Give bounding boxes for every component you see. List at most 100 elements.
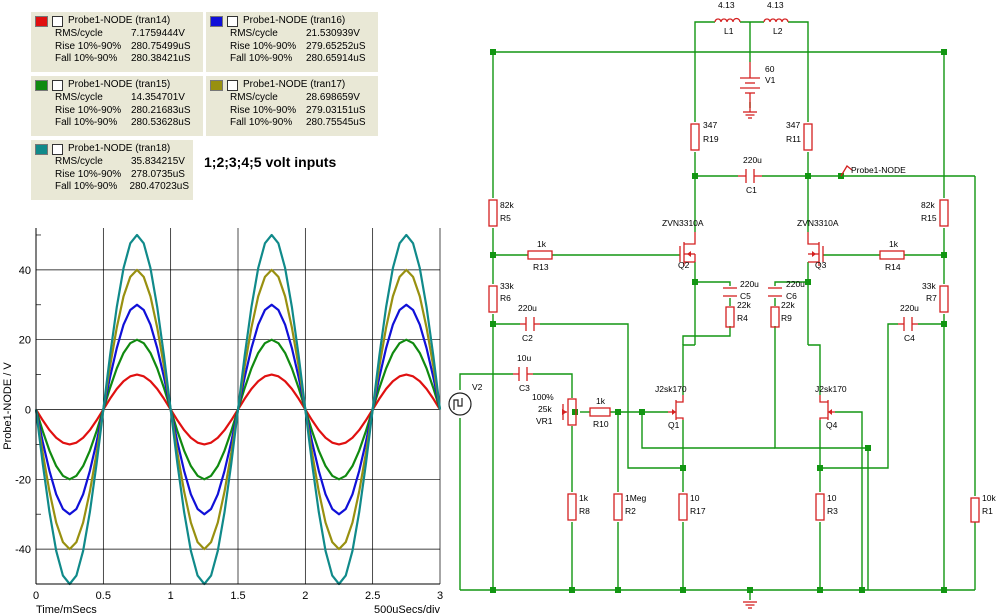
resistor-r17: 10 R17: [678, 493, 706, 521]
r6-label: R6: [500, 293, 511, 303]
series-checkbox[interactable]: [52, 143, 63, 155]
r14-value-label: 1k: [889, 239, 899, 249]
r5-label: R5: [500, 213, 511, 223]
series-checkbox[interactable]: [227, 15, 238, 27]
capacitor-c2: 220u C2: [518, 303, 540, 343]
fall-label: Fall 10%-90%: [230, 53, 293, 64]
resistor-r8: 1k R8: [567, 493, 590, 521]
signal-source-v2: V2: [448, 382, 483, 416]
rise-value: 280.21683uS: [131, 104, 191, 116]
resistor-r2: 1Meg R2: [613, 493, 647, 521]
resistor-r6: 33k R6: [488, 281, 514, 313]
resistor-r7: 33k R7: [922, 281, 949, 313]
c2-value-label: 220u: [518, 303, 537, 313]
schematic-wires: [459, 21, 976, 600]
resistor-r10: 1k R10: [589, 396, 611, 429]
rms-value: 28.698659V: [306, 92, 360, 103]
probe-label: Probe1-NODE: [851, 165, 906, 175]
rms-value: 14.354701V: [131, 92, 185, 103]
resistor-r9: 22k R9: [770, 300, 795, 328]
q4-label: Q4: [826, 420, 838, 430]
r4-value-label: 22k: [737, 300, 751, 310]
q3-label: Q3: [815, 260, 827, 270]
r13-value-label: 1k: [537, 239, 547, 249]
series-color-swatch: [210, 79, 223, 91]
series-name: Probe1-NODE (tran14): [68, 14, 171, 26]
mosfet-q3: ZVN3310A Q3: [797, 218, 839, 270]
resistor-r15: 82k R15: [921, 199, 949, 227]
series-color-swatch: [35, 143, 48, 155]
resistor-r4: 22k R4: [725, 300, 751, 328]
resistor-r5: 82k R5: [488, 199, 514, 227]
r3-value-label: 10: [827, 493, 837, 503]
rms-label: RMS/cycle: [230, 28, 278, 39]
series-name: Probe1-NODE (tran15): [68, 78, 171, 90]
rise-label: Rise 10%-90%: [230, 104, 297, 116]
vr1-value-label: 25k: [538, 404, 552, 414]
l1-label: L1: [724, 26, 734, 36]
fall-value: 280.53628uS: [131, 117, 191, 128]
circuit-schematic: 4.13 L1 4.13 L2 60 V1 347 R19 347 R11 82…: [448, 0, 996, 609]
mosfet-q2: ZVN3310A Q2: [662, 218, 704, 270]
q4-type-label: J2sk170: [815, 384, 847, 394]
rise-label: Rise 10%-90%: [230, 40, 297, 52]
q1-label: Q1: [668, 420, 680, 430]
c5-label: C5: [740, 291, 751, 301]
r13-label: R13: [533, 262, 549, 272]
series-color-swatch: [35, 15, 48, 27]
r17-value-label: 10: [690, 493, 700, 503]
r7-label: R7: [926, 293, 937, 303]
series-line-5: [34, 233, 442, 586]
y-tick-label: -40: [15, 544, 31, 556]
r14-label: R14: [885, 262, 901, 272]
c3-value-label: 10u: [517, 353, 531, 363]
resistor-r13: 1k R13: [527, 239, 553, 272]
r6-value-label: 33k: [500, 281, 514, 291]
c4-value-label: 220u: [900, 303, 919, 313]
series-name: Probe1-NODE (tran18): [68, 142, 171, 154]
rms-value: 21.530939V: [306, 28, 360, 39]
rise-label: Rise 10%-90%: [55, 168, 122, 180]
capacitor-c1: 220u C1: [738, 155, 762, 195]
rise-value: 280.75499uS: [131, 40, 191, 52]
series-name: Probe1-NODE (tran16): [243, 14, 346, 26]
r17-label: R17: [690, 506, 706, 516]
l1-value-label: 4.13: [718, 0, 735, 10]
capacitor-c5: 220u C5: [723, 279, 759, 301]
q3-type-label: ZVN3310A: [797, 218, 839, 228]
y-tick-label: -20: [15, 474, 31, 486]
series-checkbox[interactable]: [227, 79, 238, 91]
q1-type-label: J2sk170: [655, 384, 687, 394]
r4-label: R4: [737, 313, 748, 323]
jfet-q4: J2sk170 Q4: [815, 384, 847, 430]
r2-label: R2: [625, 506, 636, 516]
r19-label: R19: [703, 134, 719, 144]
inductor-l2: 4.13 L2: [763, 0, 789, 36]
series-checkbox[interactable]: [52, 15, 63, 27]
rise-label: Rise 10%-90%: [55, 104, 122, 116]
series-color-swatch: [35, 79, 48, 91]
capacitor-c4: 220u C4: [898, 303, 919, 343]
r15-label: R15: [921, 213, 937, 223]
v1-label: V1: [765, 75, 776, 85]
c1-value-label: 220u: [743, 155, 762, 165]
r2-value-label: 1Meg: [625, 493, 647, 503]
potentiometer-vr1: 100% 25k VR1: [532, 392, 577, 426]
rise-label: Rise 10%-90%: [55, 40, 122, 52]
rise-value: 279.03151uS: [306, 104, 366, 116]
resistor-r3: 10 R3: [815, 493, 838, 521]
inductor-l1: 4.13 L1: [714, 0, 741, 36]
r10-value-label: 1k: [596, 396, 606, 406]
c2-label: C2: [522, 333, 533, 343]
l2-label: L2: [773, 26, 783, 36]
x-tick-label: 1: [168, 590, 174, 602]
fall-label: Fall 10%-90%: [55, 181, 118, 192]
q2-type-label: ZVN3310A: [662, 218, 704, 228]
vr1-label: VR1: [536, 416, 553, 426]
r3-label: R3: [827, 506, 838, 516]
series-checkbox[interactable]: [52, 79, 63, 91]
capacitor-c6: 220u C6: [768, 279, 805, 301]
rms-label: RMS/cycle: [55, 92, 103, 103]
